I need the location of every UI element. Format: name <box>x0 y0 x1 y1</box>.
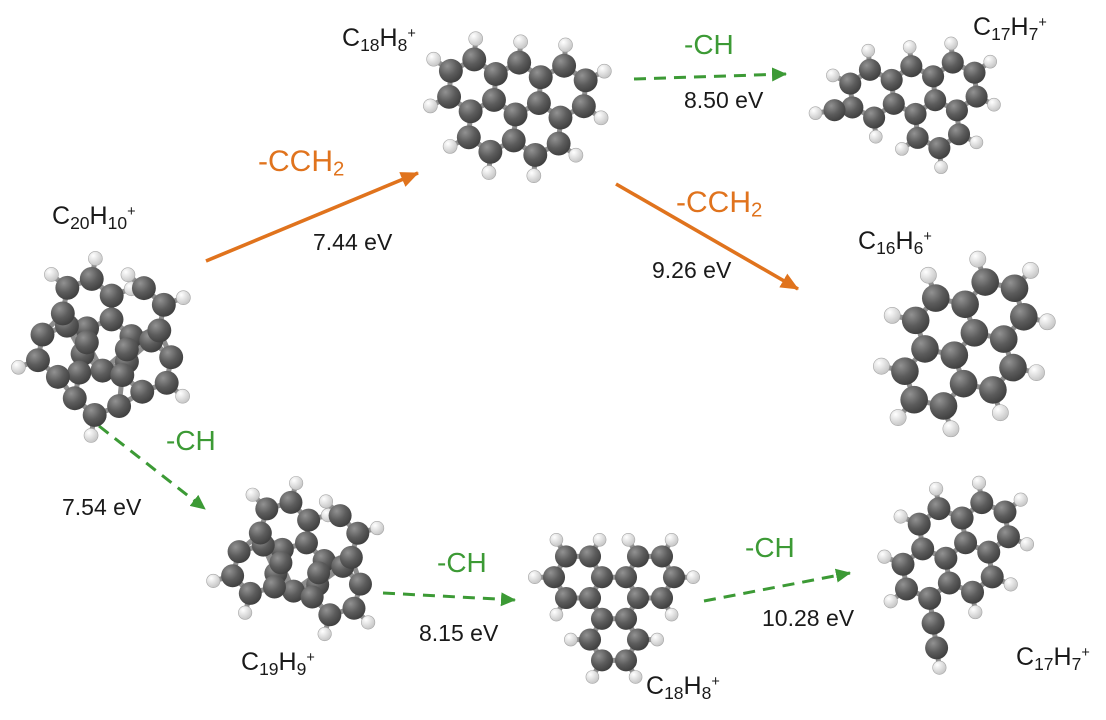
arrow-loss-ch-3 <box>382 591 516 607</box>
energy-label-4: 7.54 eV <box>62 494 142 520</box>
subscript: 18 <box>664 682 684 703</box>
arrow-loss-ch-1 <box>633 67 787 82</box>
charge: + <box>407 26 416 43</box>
loss-subscript: 2 <box>333 158 345 181</box>
charge: + <box>306 650 315 667</box>
subscript: 8 <box>397 34 408 55</box>
subscript: 17 <box>1034 653 1054 674</box>
charge: + <box>1038 15 1047 32</box>
molecule-c17h7-bottom <box>877 475 1035 675</box>
molecule-c18h8-bottom <box>528 533 700 684</box>
subscript: 17 <box>991 23 1011 44</box>
loss-label-cch2-1: -CCH2 <box>258 145 344 181</box>
energy-label-3: 9.26 eV <box>652 257 732 283</box>
molecule-c16h6 <box>873 250 1056 438</box>
energy-label-1: 7.44 eV <box>313 229 393 255</box>
subscript: 7 <box>1028 23 1039 44</box>
species-label-c16h6: C16H6+ <box>858 227 932 259</box>
element-symbol: H <box>278 648 297 676</box>
arrow-loss-cch2-1 <box>205 171 419 263</box>
loss-label-ch-2: -CH <box>166 425 216 460</box>
element-symbol: C <box>646 672 665 700</box>
energy-label-2: 8.50 eV <box>684 87 764 113</box>
subscript: 6 <box>913 237 924 258</box>
arrow-loss-ch-2 <box>98 424 206 511</box>
charge: + <box>127 204 136 221</box>
element-symbol: C <box>973 13 992 41</box>
subscript: 19 <box>259 658 279 679</box>
species-label-c18h8-bottom: C18H8+ <box>646 672 720 704</box>
loss-text: -CCH <box>258 145 333 178</box>
element-symbol: C <box>241 648 260 676</box>
species-label-c17h7-bottom: C17H7+ <box>1016 643 1090 675</box>
subscript: 20 <box>70 212 90 233</box>
subscript: 18 <box>360 34 380 55</box>
element-symbol: H <box>89 202 108 230</box>
loss-label-cch2-2: -CCH2 <box>676 186 762 222</box>
charge: + <box>1081 645 1090 662</box>
species-label-c17h7-top-right: C17H7+ <box>973 13 1047 45</box>
molecule-c18h8-top <box>423 31 612 184</box>
energy-label-5: 8.15 eV <box>419 620 499 646</box>
molecule-c17h7-top-right <box>808 36 1001 174</box>
charge: + <box>923 229 932 246</box>
loss-text: -CH <box>684 29 734 60</box>
element-symbol: C <box>52 202 71 230</box>
loss-text: -CCH <box>676 186 751 219</box>
molecule-c20h10 <box>11 251 191 443</box>
element-symbol: H <box>1053 643 1072 671</box>
subscript: 9 <box>296 658 307 679</box>
subscript: 10 <box>107 212 128 233</box>
loss-label-ch-4: -CH <box>745 532 795 567</box>
charge: + <box>711 674 720 691</box>
molecule-c19h9 <box>206 476 385 642</box>
arrow-loss-cch2-2 <box>615 182 799 291</box>
loss-text: -CH <box>745 532 795 563</box>
element-symbol: C <box>342 24 361 52</box>
subscript: 7 <box>1071 653 1082 674</box>
element-symbol: C <box>858 227 877 255</box>
subscript: 16 <box>876 237 896 258</box>
element-symbol: H <box>683 672 702 700</box>
energy-label-6: 10.28 eV <box>762 605 855 631</box>
loss-text: -CH <box>437 547 487 578</box>
species-label-c20h10: C20H10+ <box>52 202 136 234</box>
loss-text: -CH <box>166 425 216 456</box>
subscript: 8 <box>701 682 712 703</box>
element-symbol: H <box>1010 13 1029 41</box>
loss-label-ch-3: -CH <box>437 547 487 582</box>
species-label-c19h9: C19H9+ <box>241 648 315 680</box>
loss-label-ch-1: -CH <box>684 29 734 64</box>
arrow-loss-ch-4 <box>703 568 851 603</box>
loss-subscript: 2 <box>751 199 763 222</box>
element-symbol: H <box>379 24 398 52</box>
element-symbol: C <box>1016 643 1035 671</box>
species-label-c18h8-top: C18H8+ <box>342 24 416 56</box>
element-symbol: H <box>895 227 914 255</box>
